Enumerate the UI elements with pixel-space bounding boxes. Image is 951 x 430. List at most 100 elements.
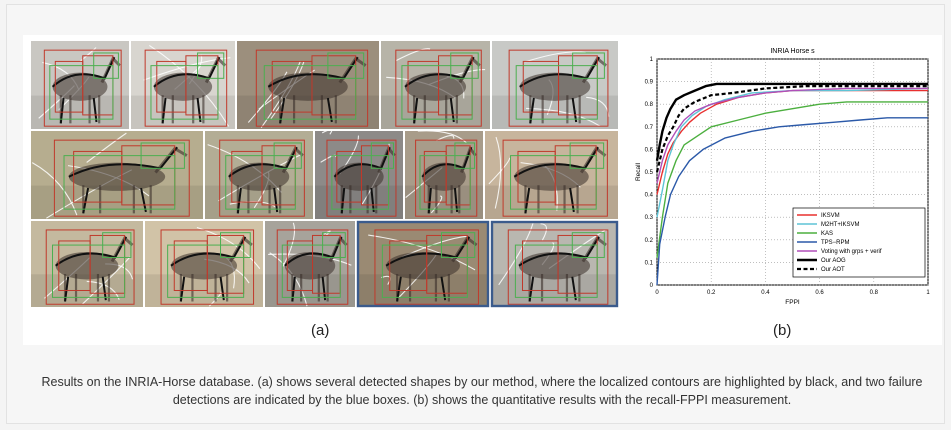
horse-body (386, 251, 460, 280)
part-box (225, 155, 296, 210)
thumbnail-image (237, 41, 379, 129)
edge-map-stroke (430, 195, 443, 214)
part-box (281, 244, 341, 298)
x-tick-label: 0.2 (707, 290, 716, 296)
y-tick-label: 0.7 (645, 125, 654, 131)
detection-results-panel: (a) (23, 35, 623, 345)
horse-body (55, 251, 119, 280)
edge-map-stroke (488, 157, 511, 185)
horse-body (404, 72, 467, 101)
horse-body (268, 72, 348, 101)
y-tick-label: 0.6 (645, 147, 654, 153)
detection-box (219, 139, 305, 217)
edge-map-stroke (321, 129, 333, 135)
part-box (514, 244, 598, 298)
thumbnail-image (31, 131, 203, 219)
thumbnail-grid (31, 41, 619, 308)
part-box (419, 155, 471, 210)
horse-body (334, 162, 384, 191)
thumbnail-image (356, 220, 490, 308)
series-line (655, 82, 928, 161)
part-box (401, 65, 473, 120)
horse-body (518, 251, 591, 280)
horse-body (519, 72, 591, 101)
thumbnail-image (485, 131, 618, 219)
part-box (510, 155, 597, 210)
figure-caption: Results on the INRIA-Horse database. (a)… (41, 375, 923, 407)
horse-body (422, 162, 466, 191)
part-box (322, 232, 346, 258)
edge-map-stroke (525, 51, 586, 63)
edge-map-stroke (436, 135, 455, 142)
thumbnail-image (490, 220, 619, 308)
series-line (656, 101, 928, 258)
detection-box (160, 229, 255, 305)
part-box (197, 52, 225, 79)
detection-box (507, 229, 609, 305)
y-tick-label: 0.1 (645, 260, 654, 266)
part-box (102, 232, 132, 258)
detection-box (326, 139, 397, 217)
y-tick-label: 0.5 (645, 170, 654, 176)
y-tick-label: 0 (650, 283, 654, 289)
horse-body (284, 251, 336, 280)
legend-entry: Voting with grps + verif (821, 249, 882, 255)
part-box (327, 52, 365, 79)
edge-map-stroke (417, 130, 468, 144)
x-tick-label: 1 (926, 290, 930, 296)
part-box (263, 65, 357, 120)
thumbnail-image (315, 129, 403, 219)
legend-entry: Our AOT (821, 267, 845, 273)
detection-box (45, 229, 135, 305)
edge-map-stroke (494, 136, 502, 209)
x-tick-label: 0.6 (815, 290, 824, 296)
part-box (381, 244, 468, 298)
series-line (655, 85, 928, 173)
thumbnail-image (492, 41, 618, 129)
thumbnail-image (381, 41, 490, 129)
edge-map-stroke (498, 223, 534, 286)
part-box (140, 142, 185, 169)
y-tick-label: 1 (650, 57, 654, 63)
part-box (569, 142, 605, 169)
horse-body (68, 162, 166, 191)
part-box (52, 244, 126, 298)
y-tick-label: 0.8 (645, 102, 654, 108)
series-line (656, 117, 928, 286)
part-box (571, 232, 605, 258)
thumbnail-image (31, 41, 129, 129)
detection-box (255, 49, 369, 127)
part-box (220, 232, 251, 258)
horse-body (52, 72, 108, 101)
x-tick-label: 0.4 (761, 290, 770, 296)
legend-entry: M2HT+IKSVM (821, 222, 860, 228)
horse-body (514, 162, 589, 191)
detection-box (508, 49, 609, 127)
detection-box (43, 49, 122, 127)
part-box (49, 65, 114, 120)
horse-body (228, 162, 290, 191)
part-box (515, 65, 598, 120)
part-box (273, 142, 302, 169)
detection-box (276, 229, 349, 305)
thumbnail-image (265, 221, 355, 307)
part-box (450, 52, 479, 79)
part-box (150, 65, 219, 120)
legend-entry: Our AOG (821, 258, 846, 264)
edge-map-stroke (395, 48, 431, 62)
detection-box (144, 49, 228, 127)
part-box (167, 244, 245, 298)
x-tick-label: 0.8 (870, 290, 879, 296)
detection-box (374, 229, 479, 305)
x-axis-label: FPPI (785, 299, 800, 306)
detection-box (53, 139, 190, 217)
y-tick-label: 0.3 (645, 215, 654, 221)
part-box (93, 52, 119, 79)
part-box (572, 52, 605, 79)
legend-entry: IKSVM (821, 213, 840, 219)
thumbnail-image (205, 131, 313, 219)
edge-map-stroke (81, 256, 131, 305)
